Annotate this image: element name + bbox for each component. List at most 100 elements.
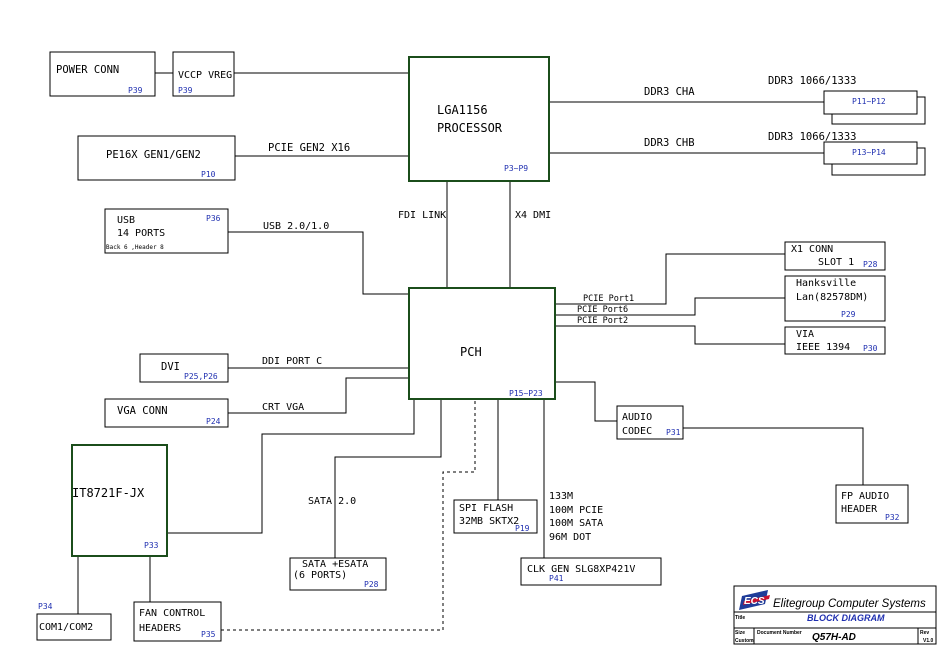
power-conn-page: P39 <box>128 86 143 95</box>
dvi-block[interactable]: DVI P25,P26 <box>139 353 229 383</box>
via-page: P30 <box>863 344 878 353</box>
ddr3-cha-label: DDR3 CHA <box>644 86 695 98</box>
via-box <box>784 326 886 355</box>
pe16x-box <box>77 135 236 181</box>
x1-slot-label: SLOT 1 <box>818 257 854 268</box>
sata-esata-box <box>289 557 387 591</box>
sata-wire <box>334 399 442 558</box>
dvi-label: DVI <box>161 361 180 373</box>
fan-control-block[interactable]: FAN CONTROL HEADERS P35 <box>133 601 222 642</box>
clk-100m-pcie-label: 100M PCIE <box>549 505 603 516</box>
pch-box <box>408 287 556 400</box>
pe16x-label: PE16X GEN1/GEN2 <box>106 149 201 161</box>
hanksville-box <box>784 275 886 322</box>
ddr3-chb-block[interactable]: P13~P14 <box>823 141 926 176</box>
pch-label: PCH <box>460 345 482 359</box>
ddr3-chb-label: DDR3 CHB <box>644 137 695 149</box>
pcie-port1-wire <box>555 253 785 305</box>
hanksville-page: P29 <box>841 310 856 319</box>
ddr3-cha-page: P11~P12 <box>852 97 886 106</box>
pcie-port6-wire <box>555 297 785 316</box>
processor-socket-label: LGA1156 <box>437 103 488 117</box>
com-block[interactable]: P34 COM1/COM2 <box>36 602 112 641</box>
x1-conn-block[interactable]: X1 CONN SLOT 1 P28 <box>784 241 886 271</box>
clk-gen-page: P41 <box>549 574 564 583</box>
ddi-port-c-label: DDI PORT C <box>262 356 322 367</box>
size-value: Custom <box>735 638 754 644</box>
clk-96m-dot-label: 96M DOT <box>549 532 591 543</box>
pe16x-page: P10 <box>201 170 216 179</box>
crt-vga-wire <box>228 377 409 414</box>
processor-page: P3~P9 <box>504 164 528 173</box>
audio-codec-block[interactable]: AUDIO CODEC P31 <box>616 405 684 440</box>
ddr3-cha-speed-label: DDR3 1066/1333 <box>768 75 857 87</box>
it8721-page: P33 <box>144 541 159 550</box>
ieee-label: IEEE 1394 <box>796 342 850 353</box>
x1-conn-page: P28 <box>863 260 878 269</box>
document-number: Q57H-AD <box>812 632 856 643</box>
pcie-port2-wire <box>555 325 785 345</box>
via-block[interactable]: VIA IEEE 1394 P30 <box>784 326 886 355</box>
codec-label: CODEC <box>622 426 652 437</box>
spi-flash-box <box>453 499 538 534</box>
fp-audio-label: FP AUDIO <box>841 491 889 502</box>
fan-control-dashed-wire <box>221 399 476 631</box>
fan-control-label: FAN CONTROL <box>139 608 205 619</box>
power-conn-block[interactable]: POWER CONN P39 <box>49 51 156 97</box>
fp-audio-page: P32 <box>885 513 900 522</box>
wires <box>77 72 864 614</box>
vga-conn-label: VGA CONN <box>117 405 168 417</box>
sata-esata-label: SATA +ESATA <box>302 559 368 570</box>
fan-headers-label: HEADERS <box>139 623 181 634</box>
spi-flash-block[interactable]: SPI FLASH 32MB SKTX2 P19 <box>453 499 538 534</box>
ecs-logo-text: ECS <box>744 596 765 607</box>
ddr3-cha-block[interactable]: P11~P12 <box>823 90 926 125</box>
ddr3-cha-box <box>823 90 918 115</box>
it8721-block[interactable]: IT8721F-JX P33 <box>71 444 168 557</box>
x4-dmi-label: X4 DMI <box>515 210 551 221</box>
vga-conn-block[interactable]: VGA CONN P24 <box>104 398 229 428</box>
rev-field-label: Rev <box>920 630 929 636</box>
dashed-wires <box>221 399 476 631</box>
lan-label: Lan(82578DM) <box>796 292 868 303</box>
vga-conn-page: P24 <box>206 417 221 426</box>
audio-codec-box <box>616 405 684 440</box>
it8721-box <box>71 444 168 557</box>
spi-flash-label: SPI FLASH <box>459 503 513 514</box>
vccp-vreg-page: P39 <box>178 86 193 95</box>
company-name: Elitegroup Computer Systems <box>773 598 926 610</box>
sata-20-label: SATA 2.0 <box>308 496 356 507</box>
pcie-port2-label: PCIE Port2 <box>577 316 628 326</box>
audio-label: AUDIO <box>622 412 652 423</box>
com-label: COM1/COM2 <box>39 622 93 633</box>
processor-box <box>408 56 550 182</box>
crt-vga-label: CRT VGA <box>262 402 304 413</box>
title-block: ECS Elitegroup Computer Systems Title BL… <box>733 585 937 645</box>
ddr3-chb-page: P13~P14 <box>852 148 886 157</box>
it8721-label: IT8721F-JX <box>72 486 145 500</box>
sata-esata-block[interactable]: SATA +ESATA (6 PORTS) P28 <box>289 557 387 591</box>
fp-audio-block[interactable]: FP AUDIO HEADER P32 <box>835 484 909 524</box>
clk-gen-label: CLK GEN SLG8XP421V <box>527 564 635 575</box>
wire-labels: DDR3 1066/1333 DDR3 CHA DDR3 1066/1333 D… <box>262 75 857 543</box>
processor-label: PROCESSOR <box>437 121 503 135</box>
clk-gen-block[interactable]: CLK GEN SLG8XP421V P41 <box>520 557 662 586</box>
usb-bus-label: USB 2.0/1.0 <box>263 221 329 232</box>
sata-esata-page: P28 <box>364 580 379 589</box>
docnum-field-label: Document Number <box>757 630 802 636</box>
hanksville-label: Hanksville <box>796 278 856 289</box>
pch-block[interactable]: PCH P15~P23 <box>408 287 556 400</box>
fan-control-box <box>133 601 222 642</box>
processor-block[interactable]: LGA1156 PROCESSOR P3~P9 <box>408 56 550 182</box>
fan-control-page: P35 <box>201 630 216 639</box>
usb-wire <box>228 231 409 295</box>
usb-block[interactable]: USB 14 PORTS Back 6 ,Header 8 P36 <box>104 208 229 254</box>
vccp-vreg-block[interactable]: VCCP VREG P39 <box>172 51 235 97</box>
power-conn-box <box>49 51 156 97</box>
audio-to-fp-wire <box>683 427 864 485</box>
pe16x-block[interactable]: PE16X GEN1/GEN2 P10 <box>77 135 236 181</box>
hanksville-block[interactable]: Hanksville Lan(82578DM) P29 <box>784 275 886 322</box>
clk-133m-label: 133M <box>549 491 573 502</box>
usb-label: USB <box>117 215 135 226</box>
